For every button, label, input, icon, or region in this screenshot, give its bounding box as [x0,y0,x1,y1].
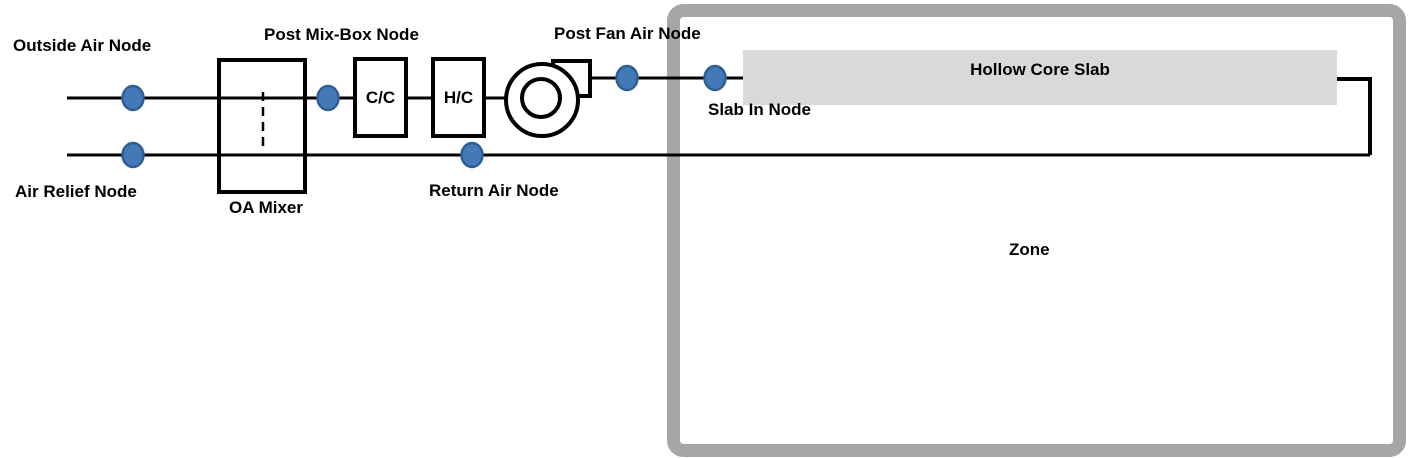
oa-mixer-box [217,58,307,194]
air-relief-node-label: Air Relief Node [15,182,137,201]
heating-coil-label: H/C [443,87,474,107]
outside-air-node-label: Outside Air Node [13,36,152,55]
return-air-node-marker [460,141,484,169]
hollow-core-slab-shape [743,50,1337,105]
heating-coil-box [431,57,486,138]
outside-air-node-marker [121,84,145,112]
slab-outlet-loop-line [1337,77,1372,155]
fan-icon [504,59,592,138]
zone-label: Zone [1009,240,1050,259]
zone-boundary [667,4,1406,457]
slab-in-node-label: Slab In Node [708,100,811,119]
post-fan-air-node-marker [615,64,639,92]
air-relief-node-marker [121,141,145,169]
cooling-coil-box [353,57,408,138]
oa-mixer-label: OA Mixer [229,198,304,217]
fan-inlet-circle [520,77,562,119]
cooling-coil-label: C/C [365,87,396,107]
slab-in-node-marker [703,64,727,92]
post-mix-box-node-marker [316,84,340,112]
post-mix-box-node-label: Post Mix-Box Node [264,25,419,44]
post-fan-air-node-label: Post Fan Air Node [554,24,701,43]
hollow-core-slab-label: Hollow Core Slab [970,60,1110,79]
return-air-node-label: Return Air Node [429,181,559,200]
